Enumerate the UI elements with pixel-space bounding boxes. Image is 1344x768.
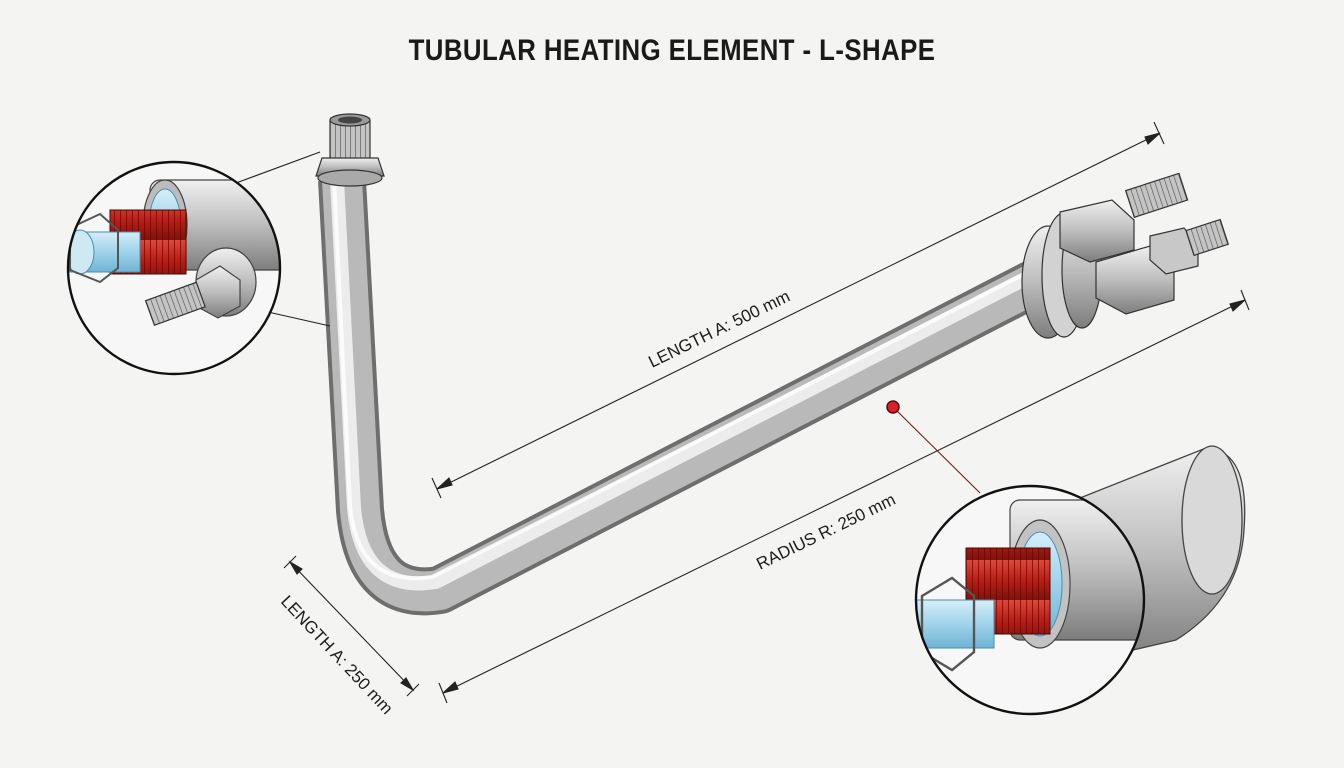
length-long-label: LENGTH A: 500 mm <box>645 287 793 372</box>
right-detail-callout <box>914 445 1246 716</box>
terminal-nuts-and-studs <box>1021 172 1230 339</box>
radius-label: RADIUS R: 250 mm <box>753 490 898 574</box>
left-detail-callout <box>66 160 282 376</box>
top-threaded-fitting <box>315 113 385 187</box>
tubular-element <box>318 178 1062 616</box>
dimension-lines <box>235 121 1250 704</box>
diagram-title: TUBULAR HEATING ELEMENT - L-SHAPE <box>408 34 936 67</box>
section-marker <box>886 400 900 414</box>
